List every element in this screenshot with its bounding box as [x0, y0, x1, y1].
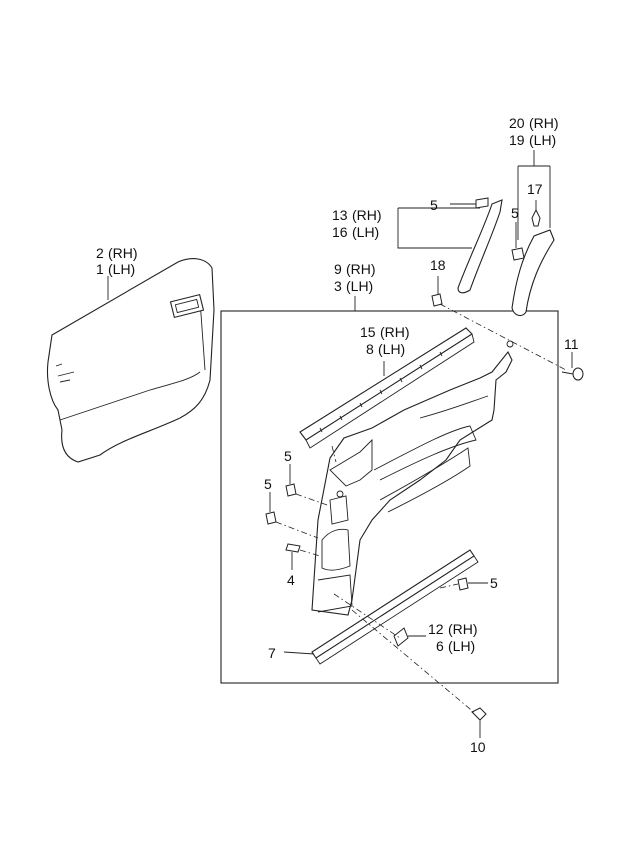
callout-15-side: (RH)	[380, 324, 410, 340]
assembly-lines	[275, 303, 567, 715]
callout-5-top: 5	[430, 197, 438, 213]
upper-molding-strip	[299, 327, 475, 449]
clip-18	[431, 276, 443, 307]
callout-1-side: (LH)	[108, 261, 135, 277]
callout-2-side: (RH)	[108, 245, 138, 261]
lower-molding-strip	[311, 549, 479, 665]
callout-12-side: (RH)	[448, 621, 478, 637]
assembly-frame	[220, 310, 559, 684]
clip-5-left-lower	[265, 492, 277, 525]
callout-6: 6	[436, 638, 444, 654]
pillar-trim-left	[457, 199, 503, 294]
clip-17	[531, 200, 541, 227]
clip-5-right	[457, 577, 488, 591]
callout-5-left-upper: 5	[284, 448, 292, 464]
callout-6-side: (LH)	[448, 638, 475, 654]
callout-7: 7	[268, 645, 276, 661]
callout-19: 19	[509, 132, 525, 148]
callout-12: 12	[428, 621, 444, 637]
callout-20: 20	[509, 115, 525, 131]
callout-5-top-right: 5	[511, 205, 519, 221]
callout-17: 17	[527, 181, 543, 197]
callout-11: 11	[564, 336, 579, 352]
callout-13: 13	[332, 207, 348, 223]
callout-13-side: (RH)	[352, 207, 382, 223]
cap-6-12	[393, 627, 426, 647]
callout-1: 1	[96, 261, 104, 277]
clip-5-left-upper	[285, 464, 297, 497]
callout-5-left-lower: 5	[264, 476, 272, 492]
callout-3: 3	[334, 278, 342, 294]
callout-16-side: (LH)	[352, 224, 379, 240]
callout-10: 10	[470, 739, 486, 755]
bracket-lines	[517, 150, 551, 240]
clip-5-top	[450, 197, 489, 209]
callout-18: 18	[430, 257, 446, 273]
callout-19-side: (LH)	[529, 132, 556, 148]
pillar-trim-right	[511, 229, 555, 317]
clip-5-top-right	[511, 222, 525, 261]
callout-20-side: (RH)	[529, 115, 559, 131]
callout-4: 4	[287, 572, 295, 588]
screw-11	[561, 352, 584, 381]
callout-3-side: (LH)	[346, 278, 373, 294]
door-panel	[46, 258, 215, 463]
callout-15: 15	[360, 324, 376, 340]
callout-labels: 2 (RH) 1 (LH) 20 (RH) 19 (LH) 17 5 13 (R…	[96, 115, 579, 755]
screw-10	[471, 707, 487, 738]
callout-8-side: (LH)	[378, 341, 405, 357]
callout-9: 9	[334, 261, 342, 277]
callout-2: 2	[96, 245, 104, 261]
callout-8: 8	[366, 341, 374, 357]
callout-5-right: 5	[490, 575, 498, 591]
door-trim-panel	[311, 340, 514, 616]
callout-9-side: (RH)	[346, 261, 376, 277]
leader-line	[283, 651, 315, 655]
screw-4	[285, 543, 301, 570]
bracket-lines	[397, 207, 480, 249]
callout-16: 16	[332, 224, 348, 240]
